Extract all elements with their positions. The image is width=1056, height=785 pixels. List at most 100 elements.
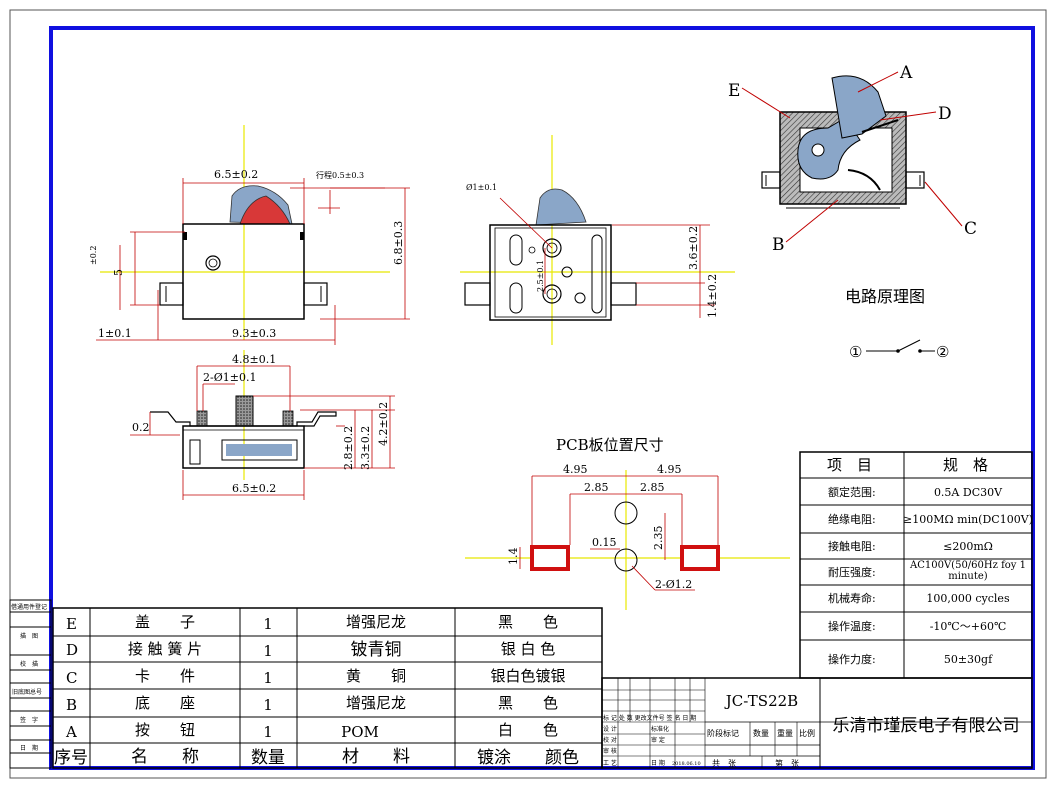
dim-stroke: 行程0.5±0.3 <box>316 170 364 180</box>
dim-5: 5 <box>112 269 125 276</box>
pcb-holes: 2-Ø1.2 <box>655 578 692 591</box>
std-label: 标准化 <box>651 725 669 733</box>
bom-material: 增强尼龙 <box>346 613 406 631</box>
pcb-4-95-right: 4.95 <box>657 463 682 476</box>
pcb-4-95-left: 4.95 <box>563 463 588 476</box>
bom-name: 按 钮 <box>135 721 195 739</box>
rev-columns: 标 记 处 数 更改文件号 签 名 日 期 <box>603 714 696 722</box>
bom-name: 接 触 簧 片 <box>128 640 202 658</box>
dim-2-5: 2.5±0.1 <box>536 260 545 292</box>
circuit-node-2: ② <box>936 343 949 361</box>
design-label: 设 计 <box>603 725 617 733</box>
process-label: 工 艺 <box>603 759 617 767</box>
spec-item: 绝缘电阻: <box>828 512 876 526</box>
bom-header-qty: 数量 <box>251 748 285 768</box>
dim-phi1: Ø1±0.1 <box>466 183 497 192</box>
bom-qty: 1 <box>263 723 273 741</box>
dim-6-5-top: 6.5±0.2 <box>214 168 258 181</box>
spec-value: 50±30gf <box>944 653 993 666</box>
front-view: Ø1±0.1 2.5±0.1 3.6±0.2 1.4±0.2 <box>460 135 735 345</box>
bom-material: 铍青铜 <box>351 640 402 660</box>
dim-tol-left: ±0.2 <box>89 246 98 265</box>
pcb-layout: PCB板位置尺寸 4.95 4.95 2.85 2.85 2.35 0.15 1… <box>465 436 790 610</box>
bom-qty: 1 <box>263 642 273 660</box>
section-view: A E D C B <box>728 63 977 255</box>
side-label: 校 描 <box>20 660 38 668</box>
pcb-2-85-right: 2.85 <box>640 481 665 494</box>
spec-value: ≤200mΩ <box>943 540 993 553</box>
label-e: E <box>728 81 740 101</box>
date-label: 日 期 <box>651 759 665 767</box>
bom-finish: 黑 色 <box>498 694 558 712</box>
dim-4-8: 4.8±0.1 <box>232 353 276 366</box>
sheet-number: 第 张 <box>775 758 799 768</box>
side-label: 描 图 <box>20 632 38 640</box>
circuit-diagram: 电路原理图 ① ② <box>845 287 949 361</box>
pcb-0-15: 0.15 <box>592 536 617 549</box>
bom-material: 增强尼龙 <box>346 694 406 712</box>
dim-9-3: 9.3±0.3 <box>232 327 276 340</box>
bom-finish: 银 白 色 <box>501 640 556 658</box>
bom-name: 卡 件 <box>135 667 195 685</box>
bom-material: 黄 铜 <box>346 667 406 685</box>
dim-4-2: 4.2±0.2 <box>377 402 390 446</box>
bom-table: E 盖 子 1 增强尼龙 黑 色 D 接 触 簧 片 1 铍青铜 银 白 色 C… <box>52 607 603 769</box>
spec-item: 接触电阻: <box>828 539 876 553</box>
bom-id: B <box>66 696 77 714</box>
pcb-2-85-left: 2.85 <box>584 481 609 494</box>
bottom-view: 4.8±0.1 2-Ø1±0.1 0.2 2.8±0.2 3.3±0.2 4.2… <box>130 350 395 500</box>
side-label: 旧底图总号 <box>12 688 42 696</box>
spec-table: 项 目 规 格 额定范围: 0.5A DC30V 绝缘电阻: ≥100MΩ mi… <box>799 451 1033 679</box>
bom-id: C <box>66 669 77 687</box>
title-block: 标 记 处 数 更改文件号 签 名 日 期 设 计 标准化 校 对 审 定 审 … <box>601 677 1033 769</box>
stage-label: 阶段标记 <box>707 728 739 738</box>
review-label: 审 核 <box>603 747 617 755</box>
sheet-border <box>9 9 1047 779</box>
bom-qty: 1 <box>263 669 273 687</box>
bom-header-finish: 镀涂 颜色 <box>477 748 579 768</box>
side-view: 6.5±0.2 行程0.5±0.3 ±0.2 5 6.8±0.3 1±0.1 9… <box>89 125 410 345</box>
dim-3-3: 3.3±0.2 <box>359 426 372 470</box>
spec-item: 额定范围: <box>828 485 876 499</box>
company-name: 乐清市瑾辰电子有限公司 <box>833 716 1020 736</box>
pcb-1-4: 1.4 <box>507 548 520 566</box>
bom-finish: 白 色 <box>498 721 558 739</box>
bom-material: POM <box>341 723 379 741</box>
dim-6-8: 6.8±0.3 <box>392 221 405 265</box>
approve-label: 审 定 <box>651 736 665 744</box>
circuit-title: 电路原理图 <box>845 287 925 306</box>
bom-id: E <box>66 615 77 633</box>
dim-3-6: 3.6±0.2 <box>687 226 700 270</box>
dim-0-2: 0.2 <box>132 421 150 434</box>
spec-header-value: 规 格 <box>943 456 988 474</box>
label-b: B <box>772 235 785 255</box>
bom-id: D <box>66 641 78 659</box>
pcb-2-35: 2.35 <box>652 526 665 551</box>
dim-2-8: 2.8±0.2 <box>342 426 355 470</box>
bom-finish: 银白色镀银 <box>490 667 565 685</box>
bom-header-id: 序号 <box>54 748 88 768</box>
total-sheets: 共 张 <box>712 759 736 768</box>
spec-item: 操作力度: <box>828 652 876 666</box>
spec-value: -10℃～+60℃ <box>930 620 1007 633</box>
spec-header-item: 项 目 <box>827 456 872 474</box>
side-label: 借通用件登记 <box>11 603 47 611</box>
dim-6-5-bottom: 6.5±0.2 <box>232 482 276 495</box>
pcb-title: PCB板位置尺寸 <box>556 436 664 454</box>
button-red-shape <box>239 195 291 225</box>
mass-label: 重量 <box>777 728 793 738</box>
label-a: A <box>899 63 913 83</box>
scale-label: 比例 <box>799 728 815 738</box>
spec-value: ≥100MΩ min(DC100V) <box>903 513 1033 526</box>
bom-header-name: 名 称 <box>131 747 199 767</box>
bom-finish: 黑 色 <box>498 613 558 631</box>
side-label: 日 期 <box>20 744 38 752</box>
circuit-node-1: ① <box>849 343 862 361</box>
side-strip: 借通用件登记 描 图 校 描 旧底图总号 签 字 日 期 <box>9 599 52 769</box>
bom-name: 盖 子 <box>135 613 195 631</box>
spec-item: 耐压强度: <box>828 565 876 579</box>
side-label: 签 字 <box>20 716 38 724</box>
spec-item: 机械寿命: <box>828 591 876 605</box>
bom-header-material: 材 料 <box>342 747 410 767</box>
